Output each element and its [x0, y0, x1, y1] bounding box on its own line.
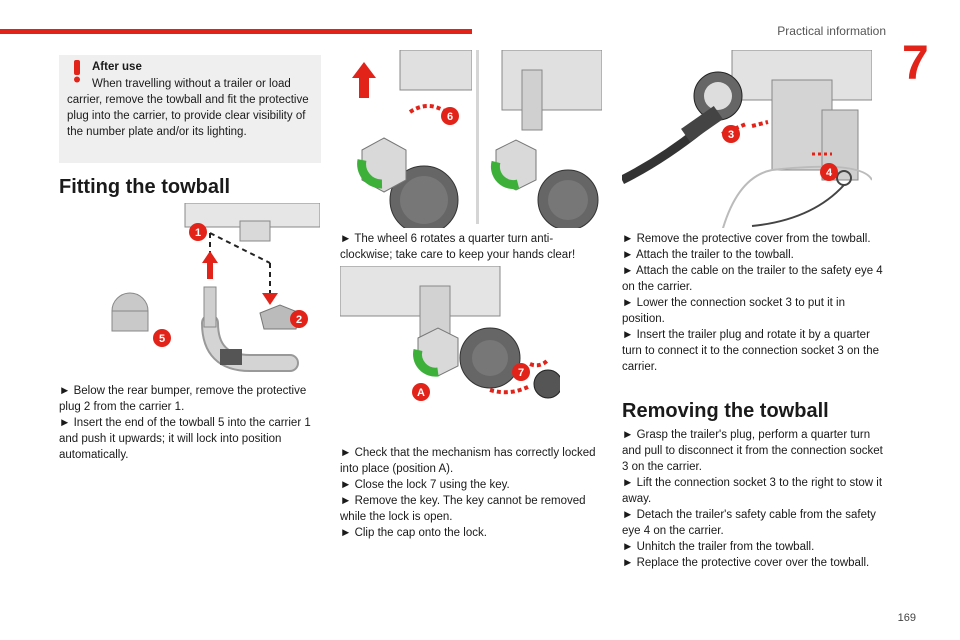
svg-text:3: 3	[728, 129, 734, 141]
header-accent-bar	[0, 29, 472, 34]
fitting-step: ► Below the rear bumper, remove the prot…	[59, 385, 307, 413]
callout-1: 1	[189, 223, 207, 241]
figure-divider	[476, 50, 479, 224]
attach-step: ► Remove the protective cover from the t…	[622, 233, 871, 245]
figure-wheel-rotate: 6	[340, 50, 472, 228]
fitting-step: ► Insert the end of the towball 5 into t…	[59, 417, 311, 461]
attach-step: ► Attach the trailer to the towball.	[622, 249, 794, 261]
down-arrow-icon	[262, 293, 278, 305]
exclamation-icon	[74, 60, 80, 83]
lock-step: ► Check that the mechanism has correctly…	[340, 447, 596, 475]
svg-text:5: 5	[159, 333, 165, 345]
heading-fitting-towball: Fitting the towball	[59, 176, 231, 198]
removing-step: ► Detach the trailer's safety cable from…	[622, 509, 876, 537]
lock-step: ► Remove the key. The key cannot be remo…	[340, 495, 586, 523]
attach-step: ► Attach the cable on the trailer to the…	[622, 265, 883, 293]
removing-steps: ► Grasp the trailer's plug, perform a qu…	[622, 427, 887, 571]
svg-text:2: 2	[296, 314, 302, 326]
callout-3: 3	[722, 125, 740, 143]
svg-text:1: 1	[195, 227, 201, 239]
attach-steps: ► Remove the protective cover from the t…	[622, 231, 887, 375]
svg-text:A: A	[417, 387, 425, 399]
removing-step: ► Lift the connection socket 3 to the ri…	[622, 477, 883, 505]
attach-step: ► Lower the connection socket 3 to put i…	[622, 297, 845, 325]
callout-4: 4	[820, 163, 838, 181]
svg-text:7: 7	[518, 367, 524, 379]
callout-5: 5	[153, 329, 171, 347]
attach-step: ► Insert the trailer plug and rotate it …	[622, 329, 879, 373]
up-arrow-icon	[202, 251, 218, 279]
note-title: After use	[92, 61, 142, 73]
figure-fitting-towball: 1 2 5	[111, 203, 320, 372]
callout-A: A	[412, 383, 430, 401]
chapter-number: 7	[902, 37, 929, 90]
svg-text:6: 6	[447, 111, 453, 123]
callout-7: 7	[512, 363, 530, 381]
lock-steps: ► Check that the mechanism has correctly…	[340, 445, 604, 541]
heading-removing-towball: Removing the towball	[622, 400, 829, 422]
note-text: When travelling without a trailer or loa…	[67, 78, 309, 138]
callout-2: 2	[290, 310, 308, 328]
svg-text:4: 4	[826, 167, 833, 179]
up-arrow-icon	[352, 62, 376, 98]
lock-step: ► Close the lock 7 using the key.	[340, 479, 510, 491]
removing-step: ► Replace the protective cover over the …	[622, 557, 870, 569]
figure-wheel-locked	[490, 50, 602, 228]
section-title: Practical information	[777, 24, 886, 38]
removing-step: ► Unhitch the trailer from the towball.	[622, 541, 815, 553]
page-number: 169	[897, 612, 916, 624]
removing-step: ► Grasp the trailer's plug, perform a qu…	[622, 429, 883, 473]
callout-6: 6	[441, 107, 459, 125]
wheel-warning-text: ► The wheel 6 rotates a quarter turn ant…	[340, 233, 576, 261]
figure-connection-socket: 3 4	[622, 50, 872, 228]
lock-step: ► Clip the cap onto the lock.	[340, 527, 487, 539]
warning-note-box: After use When travelling without a trai…	[59, 55, 321, 163]
figure-lock-closing: 7 A	[340, 266, 560, 401]
fitting-steps: ► Below the rear bumper, remove the prot…	[59, 383, 324, 463]
